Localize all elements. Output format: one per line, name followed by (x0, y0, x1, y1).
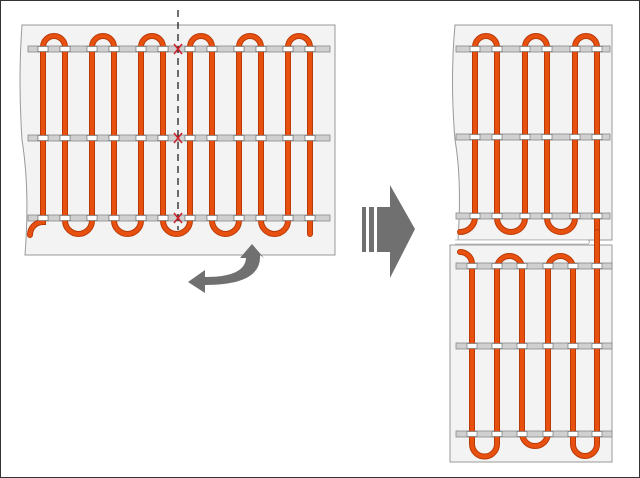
cable-clip (233, 46, 245, 52)
cable-clip (567, 263, 579, 269)
cable-clip (519, 46, 531, 52)
heating-cable (458, 230, 599, 459)
cable-clip (59, 135, 71, 141)
cable-clip (466, 431, 478, 437)
right-upper-mat-section (452, 24, 613, 245)
cable-clip (206, 135, 218, 141)
left-heating-mat (19, 10, 336, 256)
cable-clip (516, 263, 528, 269)
cable-clip (491, 213, 503, 219)
cable-clip (108, 135, 120, 141)
cut-mark-icon (173, 43, 183, 55)
cable-clip (255, 46, 267, 52)
mat-backing (449, 244, 613, 463)
cable-clip (542, 343, 554, 349)
cable-clip (184, 215, 196, 221)
cable-clip (591, 431, 603, 437)
cable-clip (184, 135, 196, 141)
cable-clip (304, 135, 316, 141)
cable-clip (37, 135, 49, 141)
cable-clip (569, 46, 581, 52)
cable-clip (491, 263, 503, 269)
cable-clip (206, 46, 218, 52)
mounting-rail (455, 212, 611, 220)
cable-clip (86, 46, 98, 52)
cable-clip (542, 431, 554, 437)
cable-clip (569, 213, 581, 219)
cable-clip (157, 46, 169, 52)
cable-clip (59, 215, 71, 221)
cable-clip (491, 46, 503, 52)
cable-clip (304, 46, 316, 52)
cable-clip (466, 263, 478, 269)
cable-clip (591, 213, 603, 219)
cable-clip (282, 46, 294, 52)
cable-clip (37, 215, 49, 221)
cable-clip (541, 46, 553, 52)
mounting-rail (455, 430, 613, 438)
cable-clip (108, 215, 120, 221)
curved-arrow-icon (188, 244, 264, 293)
cable-clip (135, 215, 147, 221)
cut-mark-icon (173, 212, 183, 224)
cable-clip (469, 46, 481, 52)
mounting-rail (455, 45, 611, 53)
cable-clip (304, 215, 316, 221)
cable-clip (567, 343, 579, 349)
arrows (188, 185, 415, 293)
cable-clip (516, 343, 528, 349)
cable-clip (184, 46, 196, 52)
cable-clip (466, 343, 478, 349)
cable-clip (86, 135, 98, 141)
arrow-stripe (369, 207, 374, 252)
right-lower-mat-section (449, 229, 613, 463)
mounting-rail (27, 134, 331, 142)
cable-clip (282, 135, 294, 141)
cable-clip (469, 134, 481, 140)
cable-clip (541, 213, 553, 219)
cable-clip (282, 215, 294, 221)
cable-clip (233, 135, 245, 141)
cable-clip (135, 46, 147, 52)
mounting-rail (455, 133, 611, 141)
cable-clip (516, 431, 528, 437)
mounting-rail (455, 342, 613, 350)
cut-mark-icon (173, 132, 183, 144)
cable-clip (491, 134, 503, 140)
cable-clip (541, 134, 553, 140)
cable-clip (37, 46, 49, 52)
cable-clip (469, 213, 481, 219)
cut-gap (455, 239, 590, 245)
right-arrow-icon (377, 185, 415, 278)
cable-clip (206, 215, 218, 221)
cable-clip (491, 343, 503, 349)
cable-clip (59, 46, 71, 52)
cable-clip (519, 134, 531, 140)
mounting-rail (455, 262, 613, 270)
cable-clip (567, 431, 579, 437)
cable-clip (519, 213, 531, 219)
cable-clip (157, 135, 169, 141)
arrow-stripe (362, 207, 366, 252)
cable-clip (157, 215, 169, 221)
cable-clip (591, 263, 603, 269)
cable-clip (135, 135, 147, 141)
mounting-rail (27, 214, 331, 222)
cable-clip (591, 46, 603, 52)
cable-clip (255, 215, 267, 221)
cable-clip (233, 215, 245, 221)
cable-clip (591, 343, 603, 349)
cable-clip (86, 215, 98, 221)
cable-clip (491, 431, 503, 437)
cable-clip (542, 263, 554, 269)
cable-clip (591, 134, 603, 140)
cable-clip (108, 46, 120, 52)
heating-cable (28, 34, 312, 237)
cable-clip (569, 134, 581, 140)
cable-clip (255, 135, 267, 141)
mounting-rail (27, 45, 331, 53)
